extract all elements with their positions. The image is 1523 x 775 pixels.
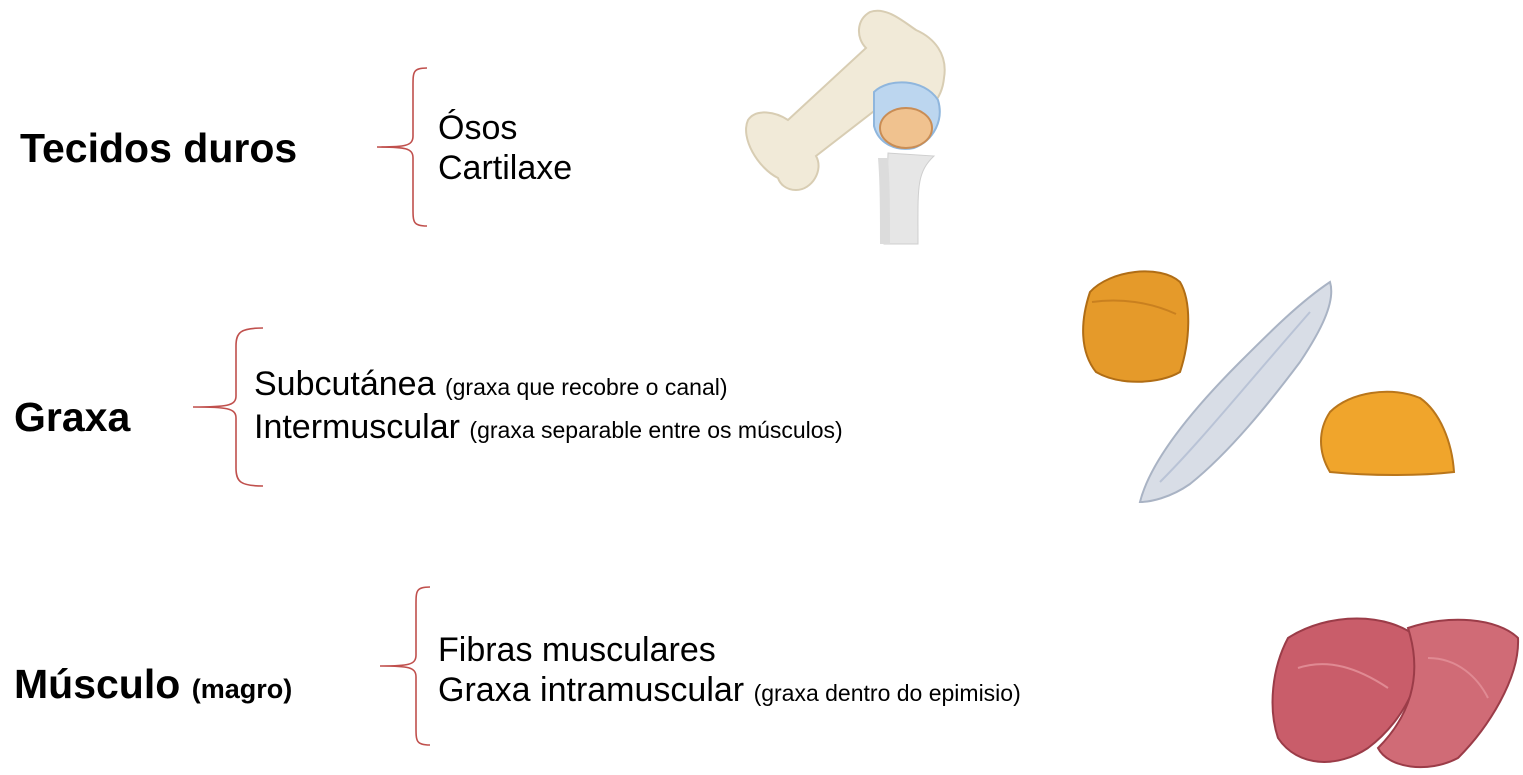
list-item: Fibras musculares: [438, 631, 716, 669]
fat-pieces-icon: [1082, 270, 1456, 504]
list-item: Subcutánea (graxa que recobre o canal): [254, 365, 728, 403]
brace-icon: [379, 586, 431, 746]
meat-cuts-icon: [1271, 617, 1520, 769]
group-title-sub: (magro): [191, 674, 293, 704]
brace-icon: [192, 327, 264, 487]
group-items-graxa: Subcutánea (graxa que recobre o canal) I…: [254, 364, 843, 450]
group-items-musculo: Fibras musculares Graxa intramuscular (g…: [438, 630, 1021, 713]
group-title-text: Graxa: [14, 394, 131, 440]
group-title-text: Tecidos duros: [20, 125, 298, 171]
group-items-tecidos-duros: Ósos Cartilaxe: [438, 108, 572, 188]
list-item: Ósos: [438, 109, 518, 147]
brace-icon: [376, 67, 428, 227]
list-item: Cartilaxe: [438, 149, 573, 187]
list-item: Graxa intramuscular (graxa dentro do epi…: [438, 671, 1021, 709]
group-title-musculo: Músculo (magro): [14, 664, 292, 705]
group-title-tecidos-duros: Tecidos duros: [20, 128, 297, 169]
group-title-graxa: Graxa: [14, 397, 130, 438]
bone-joint-icon: [745, 9, 946, 245]
list-item: Intermuscular (graxa separable entre os …: [254, 408, 843, 446]
group-title-text: Músculo: [14, 661, 181, 707]
